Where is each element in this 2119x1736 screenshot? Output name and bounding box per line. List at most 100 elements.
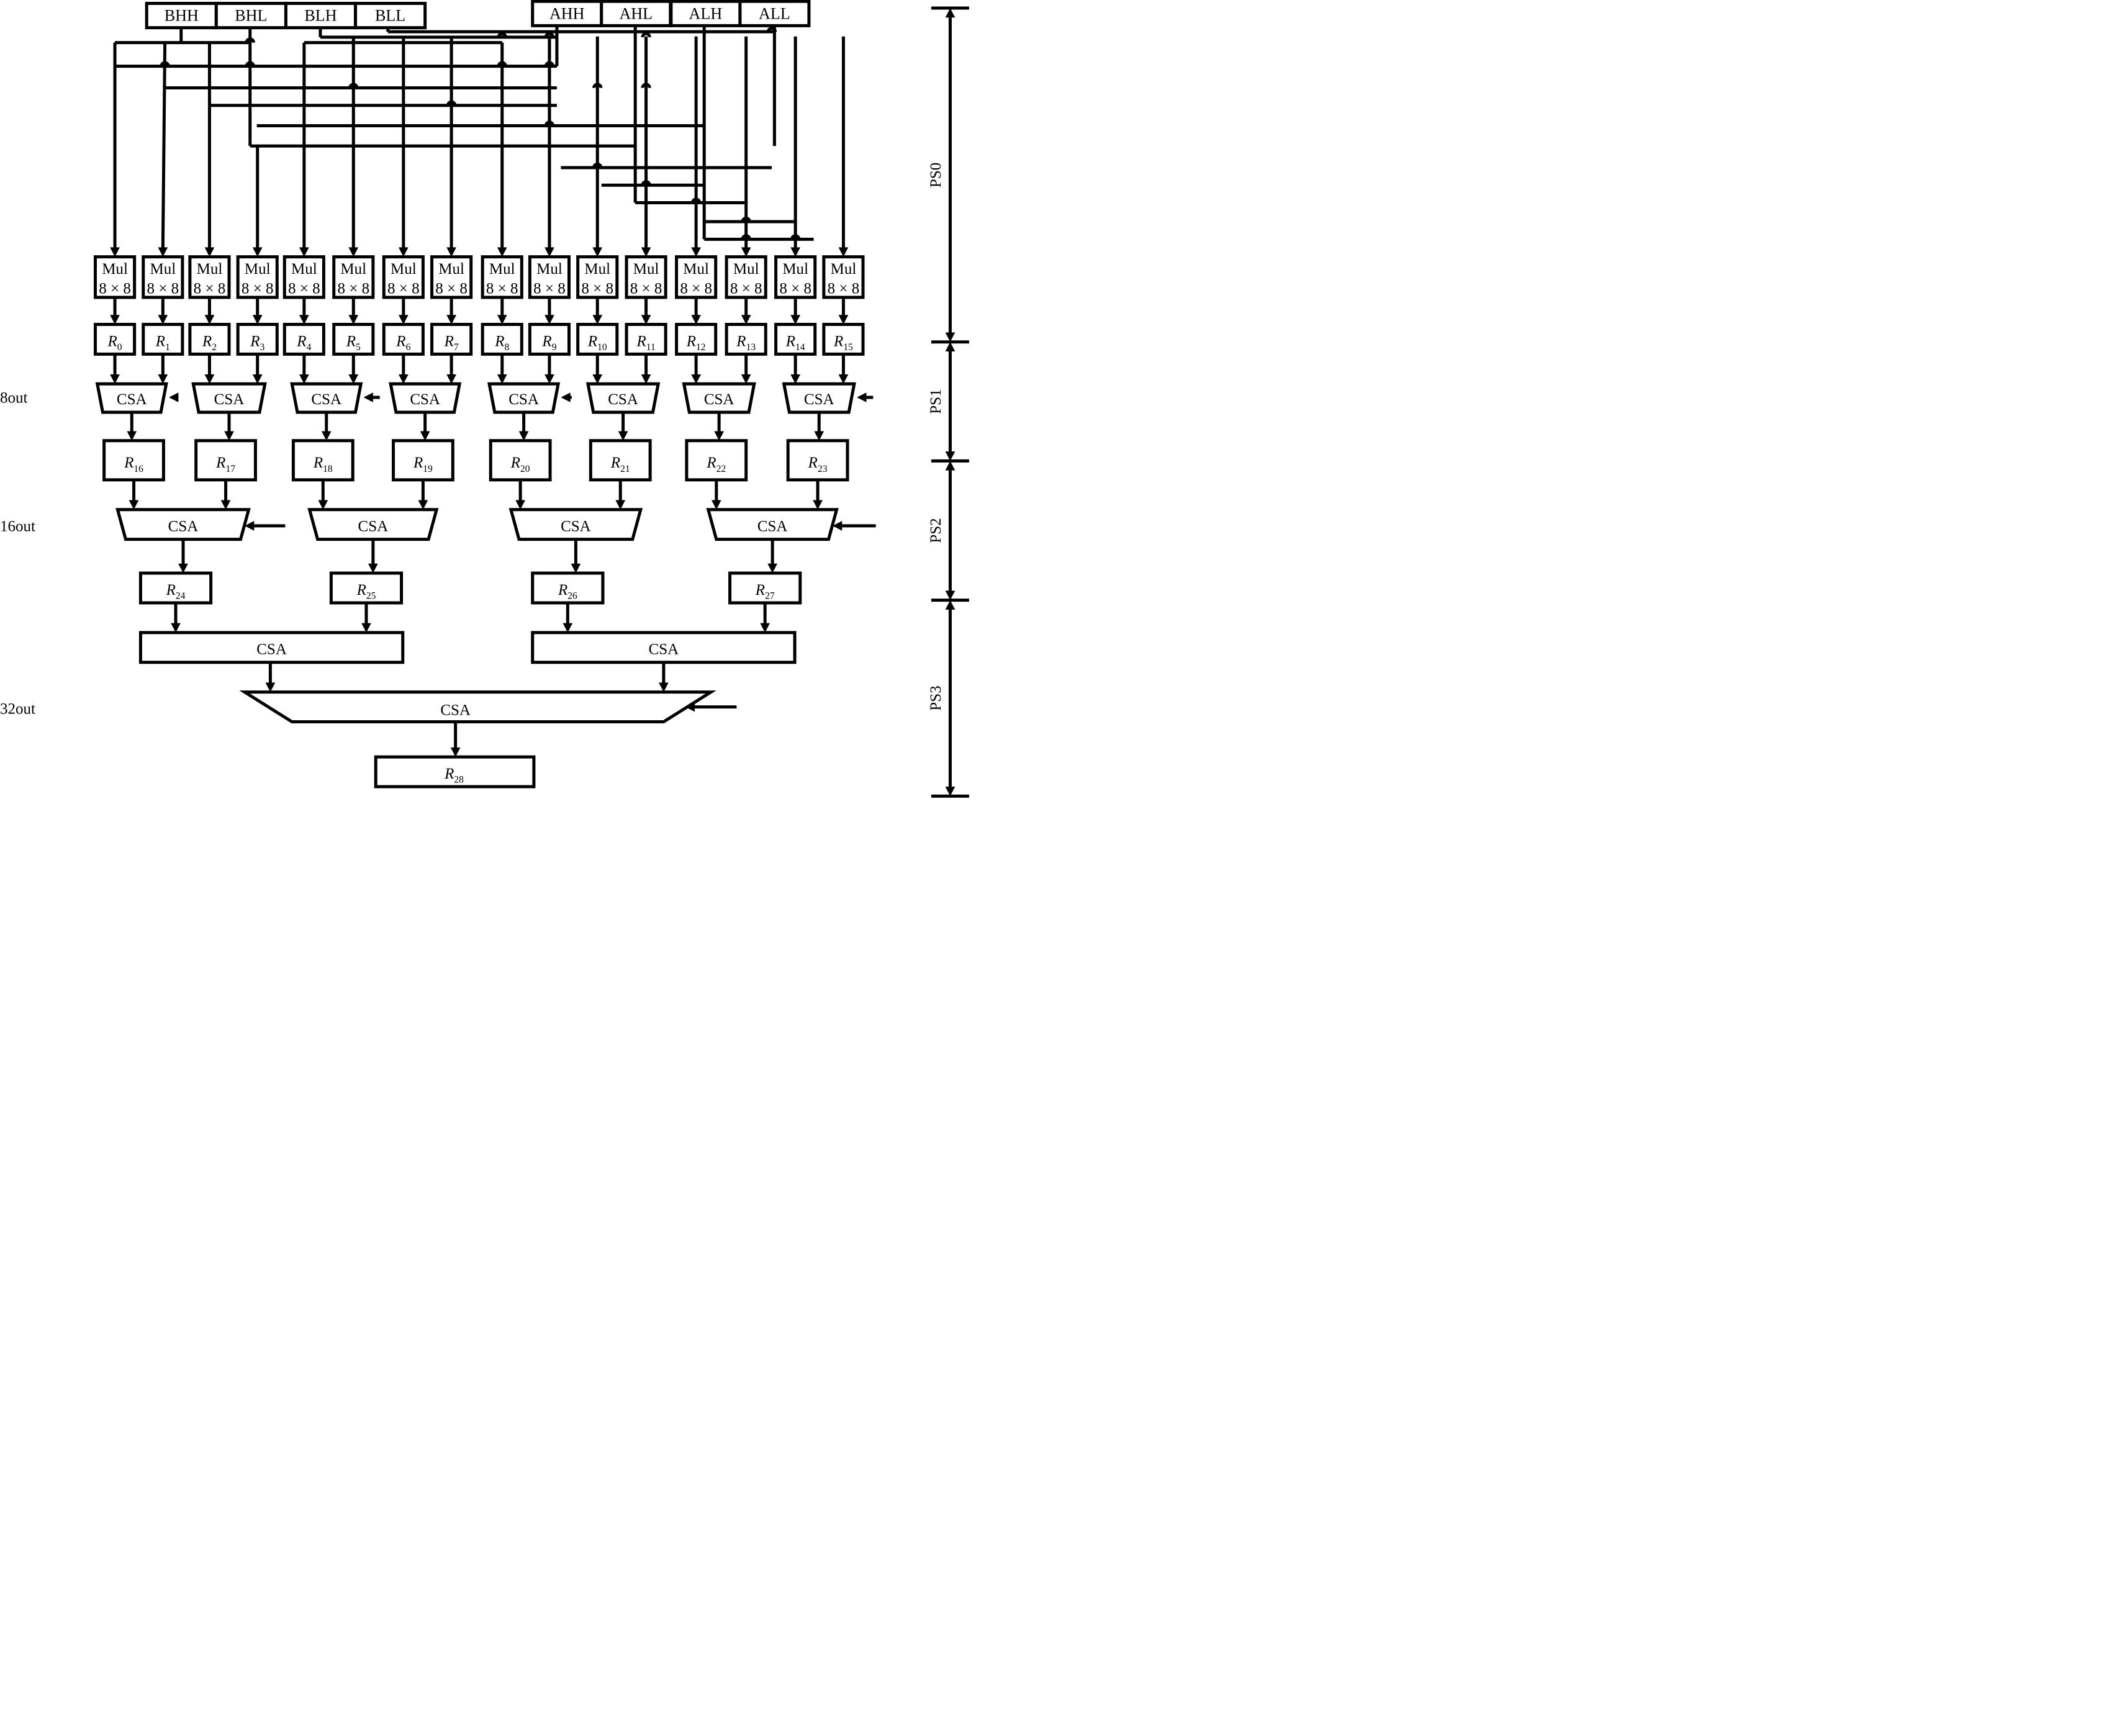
multiplier-5-size: 8 × 8 [337, 280, 369, 297]
register-r28-label: R28 [444, 766, 464, 785]
csa-l3-0-out-head [265, 682, 276, 692]
register-r27 [728, 571, 802, 605]
register-r22 [685, 439, 748, 482]
wire-crossover-10 [592, 162, 603, 168]
input-bll-label: BLL [375, 7, 405, 25]
stage-span-3-top-head [945, 600, 956, 610]
register-r16 [102, 439, 165, 482]
register-r5 [332, 322, 375, 356]
output-width-32out: 32out [0, 700, 35, 717]
csa-l2-3-out-head [767, 563, 777, 574]
multiplier-0-size: 8 × 8 [99, 280, 131, 297]
wiring [110, 6, 969, 798]
multiplier-14-size: 8 × 8 [779, 280, 811, 297]
register-r13 [725, 322, 767, 356]
multiplier-11 [625, 255, 667, 299]
register-r9 [528, 322, 571, 356]
csa-l2-2 [508, 508, 643, 541]
r19-out-head [418, 500, 428, 510]
csa-l2-1 [307, 508, 439, 541]
wire-crossover-1 [245, 37, 255, 43]
register-r4-label: R4 [296, 333, 311, 353]
register-r25 [329, 571, 404, 605]
multiplier-12-name: Mul [683, 261, 709, 278]
register-r14-label: R14 [785, 333, 805, 353]
multiplier-11-name: Mul [633, 261, 659, 278]
register-r6-label: R6 [395, 333, 410, 353]
csa-l1-6-out-head [714, 431, 725, 441]
csa-l1-4-label: CSA [508, 391, 539, 408]
mul-7-out-head [446, 315, 456, 325]
multiplier-10 [576, 255, 619, 299]
multiplier-4 [282, 255, 325, 299]
mul-1-out-head [158, 315, 168, 325]
multiplier-0-name: Mul [102, 261, 128, 278]
multiplier-2-name: Mul [197, 261, 223, 278]
r5-out-head [348, 374, 359, 384]
wire-crossover-7 [592, 83, 603, 88]
wire-crossover-6 [544, 61, 555, 67]
wire-crossover-18 [497, 32, 507, 38]
csa-l1-2-carry-head [363, 392, 373, 402]
multiplier-9-name: Mul [536, 261, 563, 278]
multiplier-15-name: Mul [831, 261, 857, 278]
csa-l1-6 [682, 382, 756, 414]
wire-crossover-5 [497, 61, 507, 67]
register-r11 [625, 322, 667, 356]
register-r9-label: R9 [541, 333, 556, 353]
r3-out-head [252, 374, 263, 384]
csa-l1-0-out-head [127, 431, 137, 441]
input-all-label: ALL [759, 4, 790, 22]
wire-crossover-17 [544, 32, 555, 38]
r10-out-head [592, 374, 603, 384]
csa-l1-7-label: CSA [804, 391, 834, 408]
multiplier-8-name: Mul [489, 261, 515, 278]
register-r7-label: R7 [444, 333, 459, 353]
r7-out-head [446, 374, 456, 384]
register-r3 [236, 322, 279, 356]
r24-out-head [171, 623, 181, 633]
mul-12-out-head [691, 315, 701, 325]
register-r21-label: R21 [610, 454, 630, 474]
output-width-16out: 16out [0, 518, 35, 535]
mul-9-out-head [544, 315, 554, 325]
wire-crossover-14 [790, 234, 801, 240]
register-r4 [282, 322, 325, 356]
csa-l2-0-label: CSA [168, 518, 199, 535]
r14-out-head [790, 374, 801, 384]
csa-l1-7-out-head [814, 431, 825, 441]
register-r2 [188, 322, 231, 356]
r4-out-head [299, 374, 309, 384]
csa-l2-0-out-head [178, 563, 188, 574]
mul-11-in-head [641, 247, 651, 257]
csa-l2-2-label: CSA [561, 518, 591, 535]
multiplier-13-size: 8 × 8 [730, 280, 762, 297]
csa-l1-1 [191, 382, 267, 414]
csa-l1-3-label: CSA [410, 391, 440, 408]
csa-final-label: CSA [440, 702, 471, 719]
stage-span-1-bottom-head [945, 451, 956, 461]
csa-l1-5-out-head [618, 431, 628, 441]
csa-final-out-head [450, 747, 461, 757]
register-r12-label: R12 [686, 333, 706, 353]
multiplier-7-size: 8 × 8 [435, 280, 468, 297]
input-alh [669, 0, 742, 27]
stage-span-1-top-head [945, 341, 956, 352]
r12-out-head [691, 374, 701, 384]
multiplier-12 [675, 255, 718, 299]
mul-14-in-head [790, 247, 801, 257]
multiplier-6 [382, 255, 425, 299]
register-r20 [489, 439, 552, 482]
mul-5-out-head [348, 315, 359, 325]
mul-4-out-head [299, 315, 309, 325]
csa-l1-4-carry-head [561, 392, 571, 402]
r17-out-head [220, 500, 231, 510]
mul-5-in-head [348, 247, 359, 257]
wire-crossover-11 [641, 180, 651, 186]
csa-l1-2-out-head [321, 431, 332, 441]
csa-l1-4 [487, 382, 561, 414]
multiplier-14-name: Mul [782, 261, 808, 278]
register-r25-label: R25 [356, 582, 376, 602]
